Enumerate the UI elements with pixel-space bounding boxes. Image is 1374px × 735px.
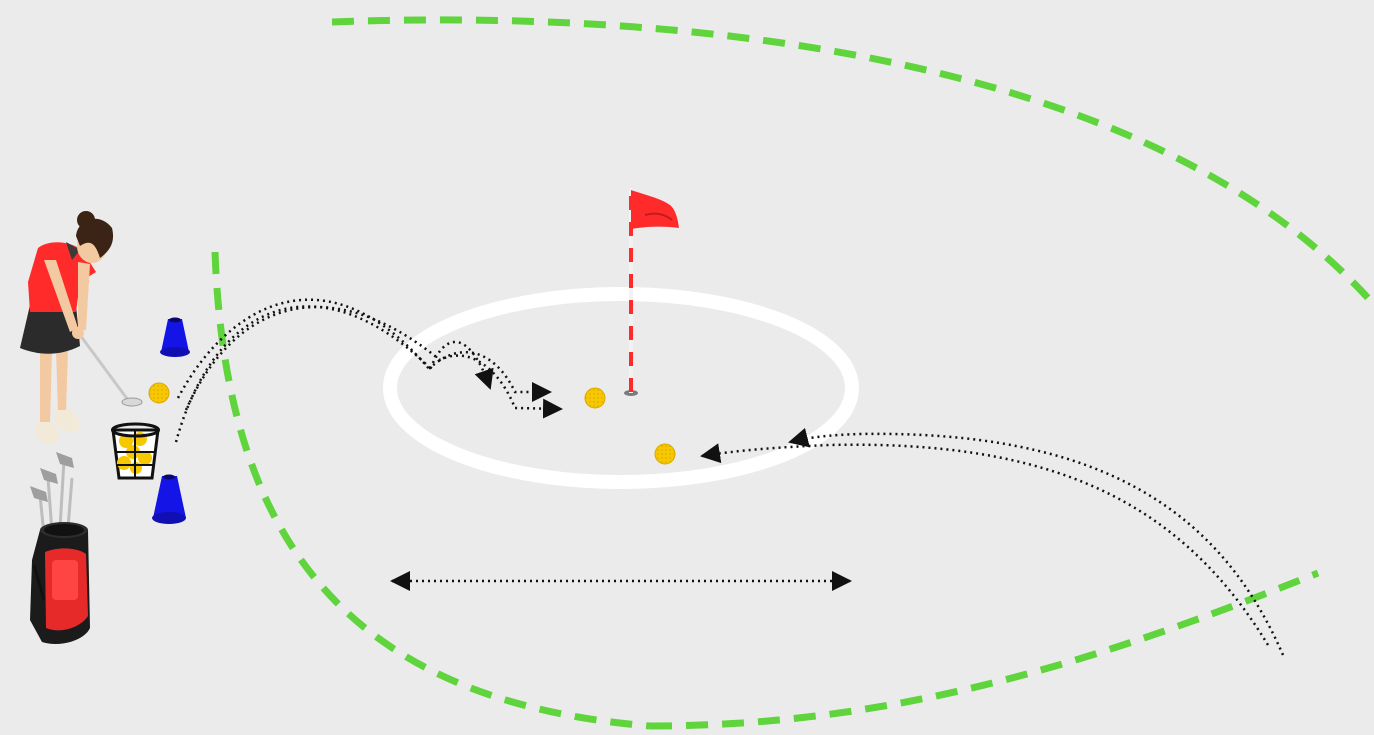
golf-ball-icon: [585, 388, 605, 408]
chip-trajectory-roll: [186, 307, 561, 410]
boundary-line-top: [332, 20, 1368, 298]
golf-ball-icon: [149, 383, 169, 403]
target-ring: [390, 294, 852, 482]
ball-basket-icon: [113, 424, 159, 478]
boundary-line-bottom: [650, 573, 1318, 726]
boundary-line-left: [215, 252, 650, 726]
marker-cone-icon: [160, 318, 190, 358]
golf-ball-icon: [655, 444, 675, 464]
marker-cone-icon: [152, 475, 186, 525]
putt-trajectory-short: [702, 445, 1268, 645]
golf-bag-icon: [30, 452, 90, 644]
chip-trajectories: [176, 300, 561, 442]
golfer-icon: [20, 211, 142, 444]
